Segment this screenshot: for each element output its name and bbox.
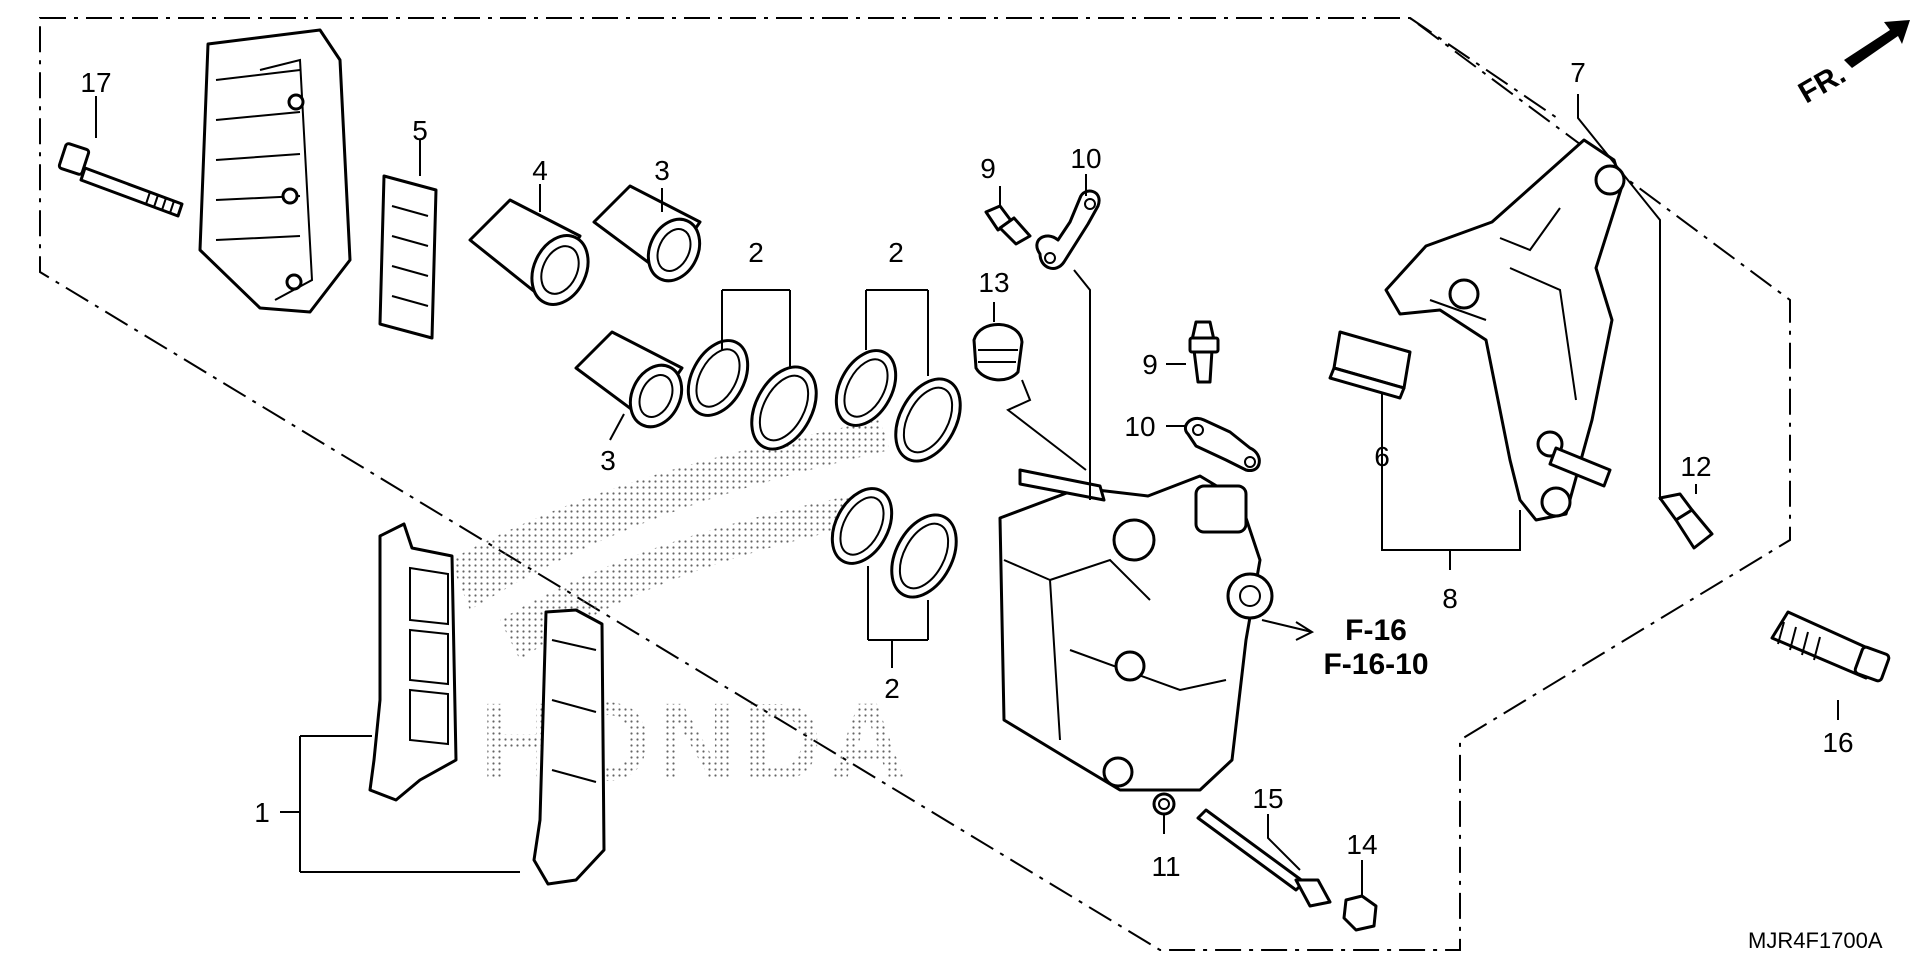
piston-3-lower xyxy=(574,330,684,429)
reference-label-f16-10[interactable]: F-16-10 xyxy=(1323,648,1428,681)
callout-9a: 9 xyxy=(980,153,996,184)
reference-label-f16[interactable]: F-16 xyxy=(1345,614,1407,647)
piston-4 xyxy=(468,198,590,306)
callout-5: 5 xyxy=(412,115,428,146)
bleeder-cap-13 xyxy=(972,323,1024,382)
callout-7: 7 xyxy=(1570,57,1586,88)
callout-16: 16 xyxy=(1822,727,1853,758)
caliper-body xyxy=(998,468,1274,792)
callout-2c: 2 xyxy=(884,673,900,704)
callout-2b: 2 xyxy=(888,237,904,268)
mounting-bolt-16 xyxy=(1770,610,1891,683)
callout-1: 1 xyxy=(254,797,270,828)
callout-3a: 3 xyxy=(654,155,670,186)
leader-lines xyxy=(95,94,1839,896)
callout-12: 12 xyxy=(1680,451,1711,482)
callout-11: 11 xyxy=(1151,851,1180,882)
assembly-boundary xyxy=(39,17,1791,951)
joint-plate-10-lower xyxy=(1183,417,1261,472)
bleeder-valve-9-upper xyxy=(984,204,1032,246)
caliper-outer-half xyxy=(198,28,352,314)
callout-15: 15 xyxy=(1252,783,1283,814)
callout-4: 4 xyxy=(532,155,548,186)
callout-6: 6 xyxy=(1374,441,1390,472)
callout-2a: 2 xyxy=(748,237,764,268)
pin-plug-14 xyxy=(1342,894,1378,932)
pad-retainer-6 xyxy=(1328,330,1412,400)
caliper-bolt-17 xyxy=(57,142,184,218)
piston-3-upper xyxy=(592,184,702,283)
front-direction-arrow: FR. xyxy=(1793,20,1910,110)
bracket-boundary xyxy=(1409,17,1561,121)
bracket-pin-8 xyxy=(1548,446,1612,488)
callout-10b: 10 xyxy=(1124,411,1155,442)
piston-seals-2 xyxy=(686,339,962,599)
bleeder-valve-9-lower xyxy=(1188,320,1220,384)
seal-washer-11 xyxy=(1152,792,1176,816)
pad-pin-15 xyxy=(1196,808,1332,908)
callout-10a: 10 xyxy=(1070,143,1101,174)
brake-pads-1 xyxy=(368,522,606,886)
callout-8: 8 xyxy=(1442,583,1458,614)
boot-12 xyxy=(1658,492,1714,550)
pad-spring-5 xyxy=(378,174,438,340)
direction-label: FR. xyxy=(1793,57,1851,110)
callout-14: 14 xyxy=(1346,829,1377,860)
callout-17: 17 xyxy=(80,67,111,98)
honda-watermark: HONDA xyxy=(450,420,907,804)
callout-13: 13 xyxy=(978,267,1009,298)
diagram-code: MJR4F1700A xyxy=(1748,928,1883,953)
callout-3b: 3 xyxy=(600,445,616,476)
joint-plate-10-upper xyxy=(1035,189,1101,270)
callout-9b: 9 xyxy=(1142,349,1158,380)
